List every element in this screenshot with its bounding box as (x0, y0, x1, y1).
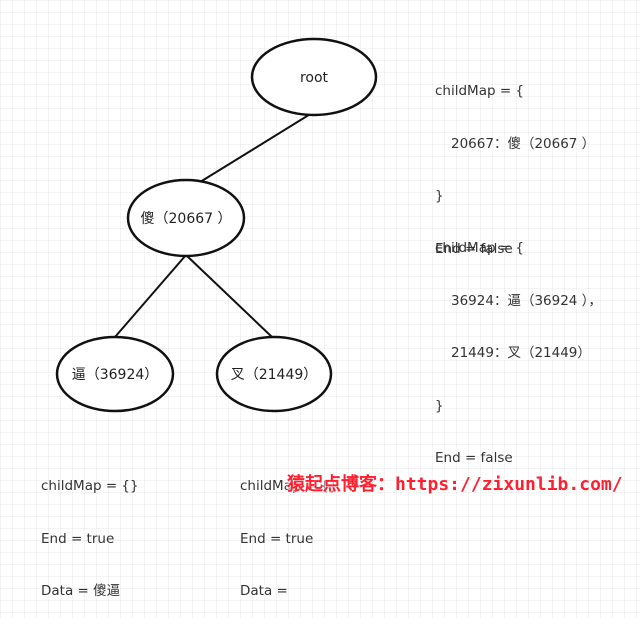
sha-end-flag: End = false (435, 450, 513, 466)
sha-childmap-entry-cha: 21449：叉（21449） (451, 345, 591, 361)
node-cha-label: 叉（21449） (231, 367, 318, 383)
root-childmap-close: } (435, 188, 444, 204)
edge-sha-bi (114, 254, 187, 338)
node-root-label: root (300, 70, 329, 86)
cha-data: Data = (240, 583, 288, 599)
node-cha: 叉（21449） (215, 335, 333, 413)
bi-info-text: childMap = {} End = true Data = 傻逼 (41, 443, 139, 618)
bi-data: Data = 傻逼 (41, 583, 121, 599)
trie-diagram: root 傻（20667 ） 逼（36924） 叉（21449） (55, 37, 378, 413)
node-bi: 逼（36924） (55, 335, 175, 413)
node-sha-label: 傻（20667 ） (141, 211, 232, 227)
root-info-text: childMap = { 20667：傻（20667 ） } End = fal… (435, 48, 595, 276)
cha-childmap: childMap = {} (240, 478, 338, 494)
cha-end-flag: End = true (240, 530, 314, 547)
bi-childmap: childMap = {} (41, 478, 139, 494)
sha-childmap-entry-bi: 36924：逼（36924 ）， (451, 292, 602, 309)
sha-childmap-close: } (435, 397, 444, 414)
cha-info-text: childMap = {} End = true Data = (240, 443, 338, 618)
edge-root-sha (191, 112, 313, 188)
root-childmap-open: childMap = { (435, 83, 525, 99)
node-sha: 傻（20667 ） (126, 178, 246, 258)
blog-watermark: 猿起点博客：https://zixunlib.com/ (287, 474, 623, 495)
edge-sha-cha (185, 254, 273, 338)
node-bi-label: 逼（36924） (72, 367, 159, 383)
bi-end-flag: End = true (41, 530, 115, 547)
root-childmap-entry: 20667：傻（20667 ） (451, 135, 596, 152)
sha-info-text: childMap = { 36924：逼（36924 ）， 21449：叉（21… (435, 205, 602, 485)
sha-childmap-open: childMap = { (435, 240, 525, 256)
node-root: root (250, 37, 378, 117)
root-end-flag: End = false (435, 240, 513, 257)
